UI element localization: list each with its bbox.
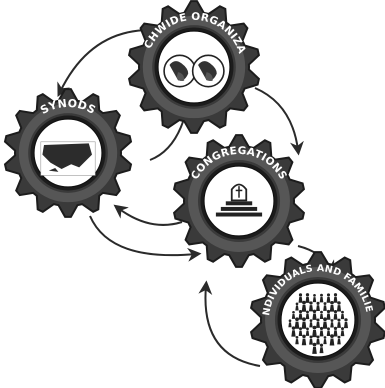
gear-ring	[142, 15, 246, 119]
gear-label-text: SYNODS	[38, 97, 98, 117]
globe-map-icon	[163, 54, 225, 88]
arrow-churchwide-to-synods	[57, 29, 151, 98]
gear-congregations: CONGREGATIONS	[172, 134, 306, 268]
gear-synods: SYNODS	[3, 88, 133, 218]
arrow-congregations-to-synods	[113, 204, 183, 226]
gear-ring	[265, 267, 371, 373]
arrow-individuals-to-congregations	[198, 280, 261, 367]
gear-ring	[18, 103, 118, 203]
arrow-synods-to-congregations	[89, 215, 202, 262]
arrow-churchwide-to-congregations	[254, 87, 304, 156]
church-building-icon	[215, 183, 263, 217]
us-map-icon	[40, 141, 96, 176]
people-crowd-icon	[288, 293, 349, 354]
gear-ring	[188, 150, 290, 252]
gear-label-synods: SYNODS	[38, 97, 98, 117]
